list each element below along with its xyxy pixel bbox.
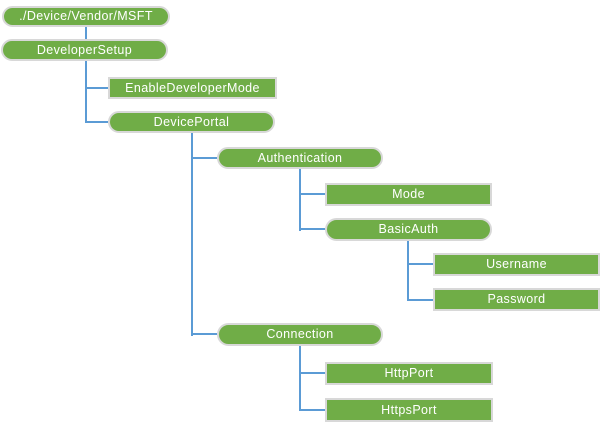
tree-node-basicauth: BasicAuth [325,218,492,241]
connector-line [85,121,108,123]
tree-node-enabledevelopermode: EnableDeveloperMode [108,77,277,99]
connector-line [299,193,325,195]
tree-node-device-vendor-msft: ./Device/Vendor/MSFT [2,6,170,27]
connector-line [299,346,301,411]
connector-line [299,409,325,411]
connector-line [85,61,87,123]
connector-line [85,87,108,89]
tree-node-mode: Mode [325,183,492,206]
tree-node-httpport: HttpPort [325,362,493,385]
connector-line [407,263,433,265]
tree-node-password: Password [433,288,600,311]
connector-line [191,157,217,159]
tree-node-httpsport: HttpsPort [325,398,493,422]
connector-line [85,27,87,39]
connector-line [191,133,193,336]
connector-line [407,299,433,301]
tree-node-connection: Connection [217,323,383,346]
tree-node-developersetup: DeveloperSetup [1,39,168,61]
connector-line [407,241,409,301]
connector-line [191,333,217,335]
tree-node-deviceportal: DevicePortal [108,111,275,133]
connector-line [299,372,325,374]
tree-node-authentication: Authentication [217,147,383,169]
connector-line [299,169,301,231]
connector-line [299,228,325,230]
tree-node-username: Username [433,253,600,276]
